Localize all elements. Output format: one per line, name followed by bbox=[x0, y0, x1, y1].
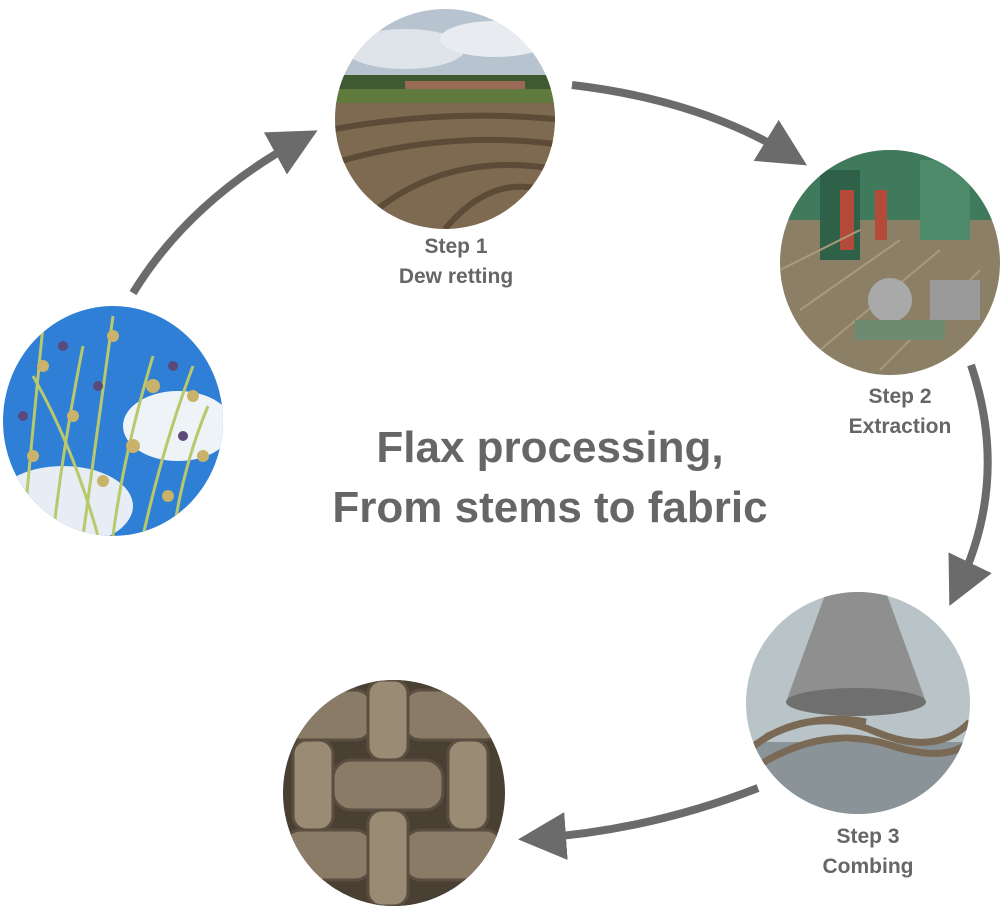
flax-plant-photo-icon bbox=[3, 306, 223, 536]
arrow-plant-to-step1 bbox=[129, 130, 318, 296]
step1-label: Step 1 Dew retting bbox=[356, 232, 556, 292]
arrow-step3-to-fabric bbox=[518, 784, 760, 860]
title-line2: From stems to fabric bbox=[332, 483, 768, 532]
step3-name: Combing bbox=[822, 855, 914, 878]
title-line1: Flax processing, bbox=[376, 423, 724, 472]
step1-name: Dew retting bbox=[398, 265, 514, 288]
combing-photo-icon bbox=[746, 592, 970, 814]
machine-photo-icon bbox=[780, 150, 1000, 375]
step2-number: Step 2 bbox=[868, 385, 932, 408]
step1-number: Step 1 bbox=[424, 235, 488, 258]
step2-label: Step 2 Extraction bbox=[800, 382, 1000, 442]
step2-name: Extraction bbox=[848, 415, 952, 438]
woven-fabric-photo-icon bbox=[283, 680, 505, 906]
step3-number: Step 3 bbox=[836, 825, 900, 848]
arrow-step1-to-step2 bbox=[571, 81, 808, 166]
field-photo-icon bbox=[335, 9, 555, 229]
arrow-step2-to-step3 bbox=[948, 363, 992, 607]
diagram-title: Flax processing, From stems to fabric bbox=[250, 418, 850, 538]
step3-label: Step 3 Combing bbox=[768, 822, 968, 882]
